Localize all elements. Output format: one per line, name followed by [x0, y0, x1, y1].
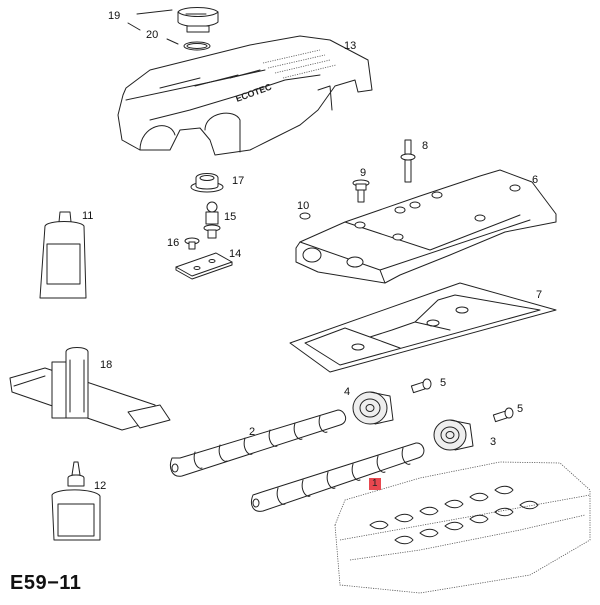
sprocket-bolt-b-part [492, 407, 514, 423]
sprocket-3-part [433, 419, 474, 451]
stud-bolt-part [400, 139, 416, 183]
callout-16[interactable]: 16 [167, 237, 180, 249]
grommet-part [190, 173, 224, 193]
leader-line-19b [127, 22, 141, 31]
callout-11[interactable]: 11 [82, 210, 94, 222]
bolt-9-part [352, 179, 370, 203]
callout-7[interactable]: 7 [536, 289, 543, 301]
housing-gasket-part [289, 282, 557, 373]
leader-line-19 [136, 9, 173, 15]
callout-3[interactable]: 3 [490, 436, 497, 448]
callout-6[interactable]: 6 [532, 174, 539, 186]
callout-2[interactable]: 2 [249, 426, 256, 438]
sprocket-4-part [352, 391, 394, 425]
camshaft-housing-part [295, 169, 557, 284]
callout-15[interactable]: 15 [224, 211, 237, 223]
valve-rocker-rows [369, 485, 539, 545]
camshaft-intake-part [169, 409, 347, 477]
engine-cover-part: ECOTEC [117, 35, 373, 156]
leader-line-20 [166, 38, 179, 45]
callout-17[interactable]: 17 [232, 175, 245, 187]
callout-1-highlighted[interactable]: 1 [369, 478, 381, 490]
callout-5a[interactable]: 5 [440, 377, 447, 389]
ball-stud-part [203, 201, 221, 239]
callout-8[interactable]: 8 [422, 140, 429, 152]
callout-14[interactable]: 14 [229, 248, 242, 260]
figure-id-label: E59−11 [10, 572, 82, 594]
camshaft-exhaust-part [250, 442, 425, 512]
callout-10[interactable]: 10 [297, 200, 310, 212]
sealant-tube-part [39, 211, 87, 299]
callout-12[interactable]: 12 [94, 480, 107, 492]
sealant-cartridge-kit-part [9, 347, 171, 431]
cylinder-head-part [334, 461, 591, 594]
dowel-sleeve-part [299, 212, 311, 220]
callout-13[interactable]: 13 [344, 40, 357, 52]
bracket-plate-part [175, 252, 233, 280]
callout-18[interactable]: 18 [100, 359, 113, 371]
bolt-16-part [184, 237, 200, 250]
callout-5b[interactable]: 5 [517, 403, 524, 415]
cover-vent-dots [262, 49, 337, 79]
sprocket-bolt-a-part [410, 378, 432, 394]
callout-9[interactable]: 9 [360, 167, 367, 179]
callout-4[interactable]: 4 [344, 386, 351, 398]
callout-20[interactable]: 20 [146, 29, 159, 41]
lubricant-bottle-part [51, 461, 101, 541]
callout-19[interactable]: 19 [108, 10, 121, 22]
oil-filler-cap-part [177, 7, 219, 33]
